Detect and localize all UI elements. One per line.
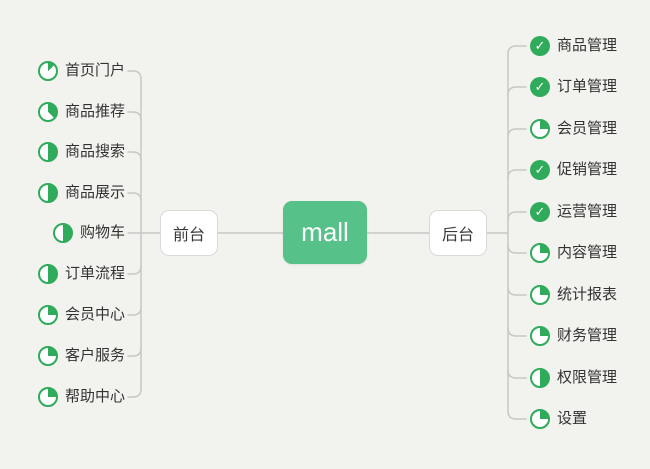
topic-label: 统计报表 [557,286,618,303]
topic-node-member-mgmt[interactable]: 会员管理 [530,117,617,141]
task-done-check-icon: ✓ [530,160,550,180]
topic-node-statistics-report[interactable]: 统计报表 [530,283,617,307]
topic-label: 内容管理 [557,244,618,261]
topic-label: 购物车 [79,224,125,241]
topic-label: 财务管理 [557,327,618,344]
topic-label: 权限管理 [557,369,618,386]
root-topic-mall[interactable]: mall [283,201,367,264]
topic-label: 订单管理 [557,78,618,95]
progress-pie-icon [37,346,58,366]
topic-node-order-mgmt[interactable]: ✓ 订单管理 [530,75,617,99]
topic-node-finance-mgmt[interactable]: 财务管理 [530,324,617,348]
topic-label: 商品推荐 [64,103,125,120]
topic-label: 客户服务 [64,347,125,364]
root-topic-label: mall [301,217,349,247]
topic-label: 首页门户 [64,62,125,79]
progress-pie-icon [530,285,550,305]
progress-pie-icon [37,183,58,203]
topic-node-member-center[interactable]: 会员中心 [37,303,125,327]
topic-node-product-display[interactable]: 商品展示 [37,181,125,205]
topic-node-content-mgmt[interactable]: 内容管理 [530,241,617,265]
progress-pie-icon [37,264,58,284]
topic-node-home-portal[interactable]: 首页门户 [37,59,125,83]
topic-node-order-flow[interactable]: 订单流程 [37,262,125,286]
progress-pie-icon [530,243,550,263]
task-done-check-icon: ✓ [530,77,550,97]
topic-label: 商品管理 [557,37,618,54]
progress-pie-icon [37,142,58,162]
task-done-check-icon: ✓ [530,202,550,222]
topic-node-permission-mgmt[interactable]: 权限管理 [530,366,617,390]
progress-pie-icon [52,223,73,243]
task-done-check-icon: ✓ [530,36,550,56]
progress-pie-icon [530,326,550,346]
topic-node-settings[interactable]: 设置 [530,407,587,431]
progress-pie-icon [37,387,58,407]
topic-label: 设置 [557,410,588,427]
progress-pie-icon [530,409,550,429]
topic-node-help-center[interactable]: 帮助中心 [37,385,125,409]
topic-node-promotion-mgmt[interactable]: ✓ 促销管理 [530,158,617,182]
branch-label: 前台 [172,227,205,244]
progress-pie-icon [37,61,58,81]
topic-node-product-search[interactable]: 商品搜索 [37,140,125,164]
topic-label: 商品搜索 [64,143,125,160]
progress-pie-icon [37,305,58,325]
topic-label: 运营管理 [557,203,618,220]
topic-node-operation-mgmt[interactable]: ✓ 运营管理 [530,200,617,224]
topic-node-product-mgmt[interactable]: ✓ 商品管理 [530,34,617,58]
topic-label: 商品展示 [64,184,125,201]
progress-pie-icon [530,119,550,139]
topic-node-product-recommend[interactable]: 商品推荐 [37,100,125,124]
topic-label: 促销管理 [557,161,618,178]
topic-node-cart[interactable]: 购物车 [52,221,125,245]
topic-label: 帮助中心 [64,388,125,405]
progress-pie-icon [530,368,550,388]
topic-label: 订单流程 [64,265,125,282]
topic-node-customer-service[interactable]: 客户服务 [37,344,125,368]
branch-node-frontend[interactable]: 前台 [160,210,218,256]
topic-label: 会员中心 [64,306,125,323]
branch-node-backend[interactable]: 后台 [429,210,487,256]
topic-label: 会员管理 [557,120,618,137]
progress-pie-icon [37,102,58,122]
branch-label: 后台 [441,227,474,244]
